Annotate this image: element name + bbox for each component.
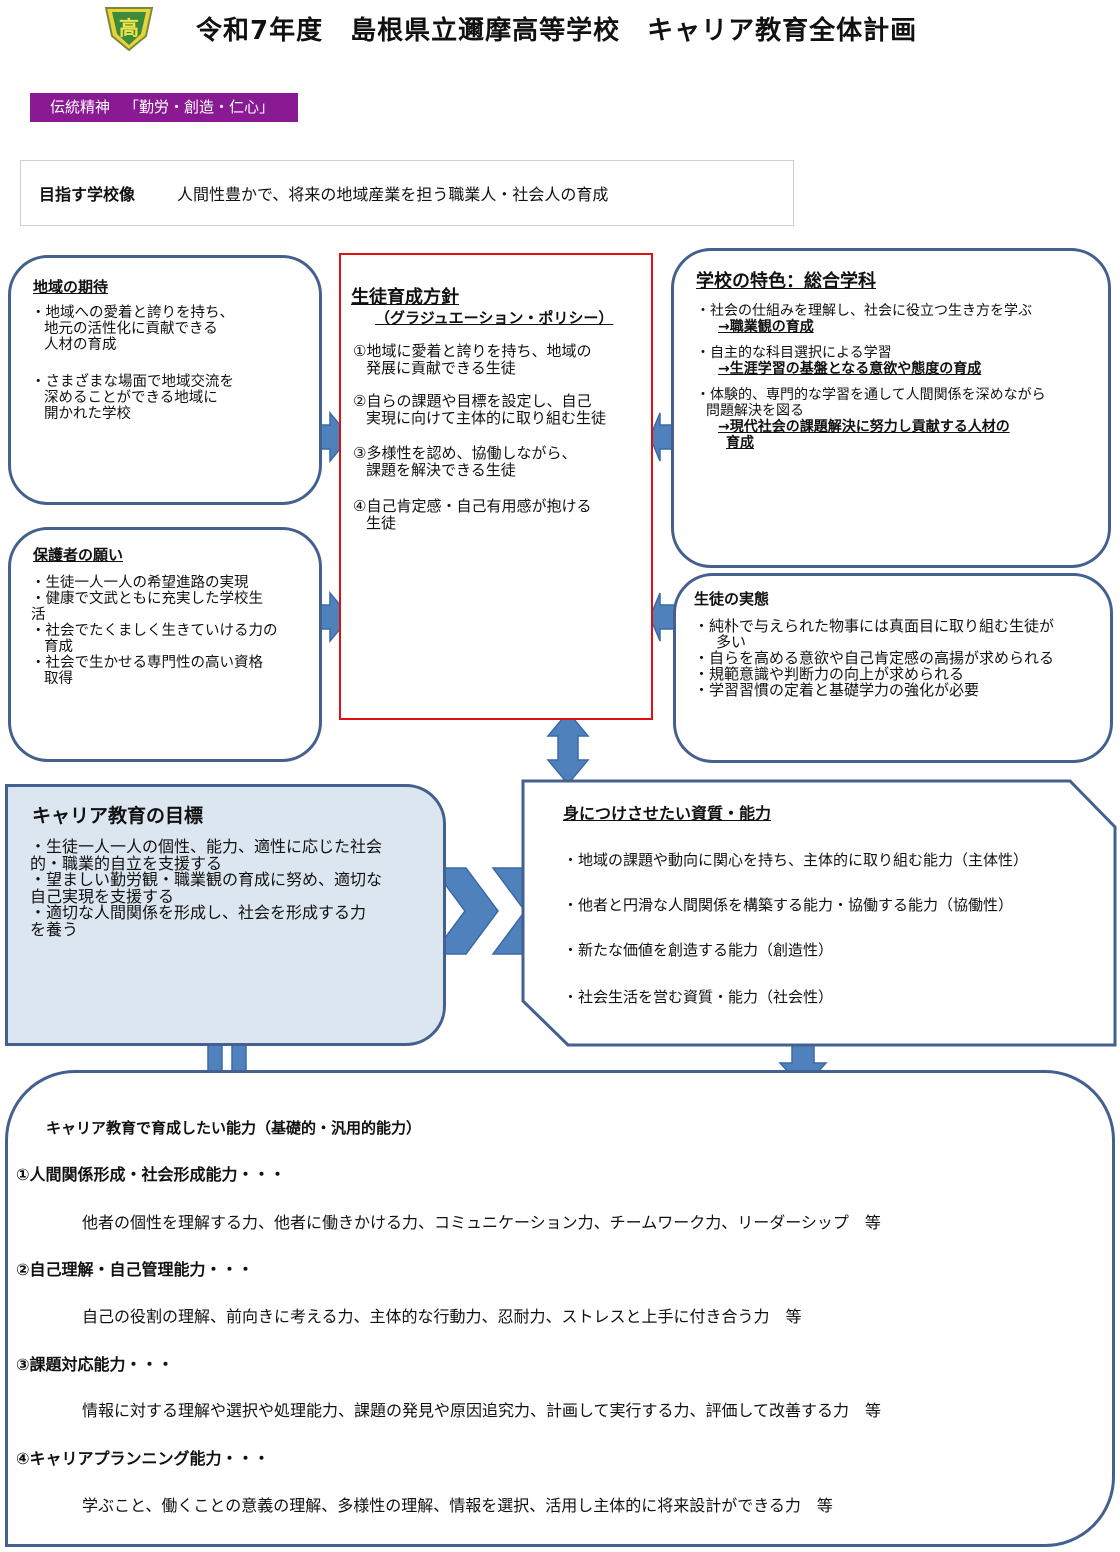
svg-text:高: 高 <box>119 16 139 40</box>
ability-heading: ④キャリアプランニング能力・・・ <box>16 1449 270 1468</box>
school-emblem-icon: 高 <box>104 4 154 52</box>
policy-subtitle: （グラジュエーション・ポリシー） <box>375 309 614 327</box>
vision-label: 目指す学校像 <box>39 185 136 204</box>
tradition-label: 伝統精神 <box>50 98 111 116</box>
parents-wishes-box: 保護者の願い ・生徒一人一人の希望進路の実現 ・健康で文武ともに充実した学校生 … <box>8 527 322 762</box>
parents-list: ・生徒一人一人の希望進路の実現 ・健康で文武ともに充実した学校生 活 ・社会でた… <box>31 575 278 687</box>
policy-item: ①地域に愛着と誇りを持ち、地域の発展に貢献できる生徒 <box>353 342 592 377</box>
policy-item: ④自己肯定感・自己有用感が抱ける生徒 <box>353 497 592 532</box>
school-features-box: 学校の特色：総合学科 ・社会の仕組みを理解し、社会に役立つ生き方を学ぶ →職業観… <box>671 248 1111 568</box>
graduation-policy-box: 生徒育成方針 （グラジュエーション・ポリシー） ①地域に愛着と誇りを持ち、地域の… <box>339 253 653 720</box>
ability-heading: ③課題対応能力・・・ <box>16 1355 174 1374</box>
goal-list: ・生徒一人一人の個性、能力、適性に応じた社会 的・職業的自立を支援する ・望まし… <box>30 837 383 939</box>
ability-text: 自己の役割の理解、前向きに考える力、主体的な行動力、忍耐力、ストレスと上手に付き… <box>82 1307 802 1326</box>
competency-item: ・地域の課題や動向に関心を持ち、主体的に取り組む能力（主体性） <box>563 851 1029 869</box>
vision-text: 人間性豊かで、将来の地域産業を担う職業人・社会人の育成 <box>177 185 609 204</box>
policy-item: ②自らの課題や目標を設定し、自己実現に向けて主体的に取り組む生徒 <box>353 392 607 427</box>
ability-text: 情報に対する理解や選択や処理能力、課題の発見や原因追究力、計画して実行する力、評… <box>82 1401 882 1420</box>
regional-expectations-box: 地域の期待 ・地域への愛着と誇りを持ち、 地元の活性化に貢献できる 人材の育成 … <box>8 255 322 505</box>
abilities-title: キャリア教育で育成したい能力（基礎的・汎用的能力） <box>46 1119 422 1137</box>
competency-item: ・他者と円滑な人間関係を構築する能力・協働する能力（協働性） <box>563 896 1014 914</box>
competency-item: ・新たな価値を創造する能力（創造性） <box>563 941 834 959</box>
competencies-shape <box>521 779 1117 1047</box>
regional-item: ・地域への愛着と誇りを持ち、 地元の活性化に貢献できる 人材の育成 <box>31 305 234 353</box>
chevron-right-icon <box>431 867 499 955</box>
regional-item: ・さまざまな場面で地域交流を 深めることができる地域に 開かれた学校 <box>31 374 234 422</box>
page-title: 令和7年度 島根県立邇摩高等学校 キャリア教育全体計画 <box>196 16 918 46</box>
parents-title: 保護者の願い <box>33 546 124 564</box>
competency-item: ・社会生活を営む資質・能力（社会性） <box>563 988 834 1006</box>
regional-title: 地域の期待 <box>33 278 109 296</box>
double-arrow-vertical-icon <box>546 710 590 786</box>
tradition-value: 「勤労・創造・仁心」 <box>124 98 275 116</box>
career-goal-box: キャリア教育の目標 ・生徒一人一人の個性、能力、適性に応じた社会 的・職業的自立… <box>5 784 446 1046</box>
basic-abilities-box: キャリア教育で育成したい能力（基礎的・汎用的能力） ①人間関係形成・社会形成能力… <box>5 1070 1115 1547</box>
students-list: ・純朴で与えられた物事には真面目に取り組む生徒が 多い ・自らを高める意欲や自己… <box>694 617 1055 699</box>
tradition-badge: 伝統精神「勤労・創造・仁心」 <box>30 93 298 122</box>
competencies-title: 身につけさせたい資質・能力 <box>563 804 772 823</box>
features-list: ・社会の仕組みを理解し、社会に役立つ生き方を学ぶ →職業観の育成 ・自主的な科目… <box>696 303 1046 451</box>
ability-text: 他者の個性を理解する力、他者に働きかける力、コミュニケーション力、チームワーク力… <box>82 1213 881 1232</box>
policy-item: ③多様性を認め、協働しながら、課題を解決できる生徒 <box>353 444 577 479</box>
students-title: 生徒の実態 <box>694 590 770 608</box>
school-vision-box: 目指す学校像 人間性豊かで、将来の地域産業を担う職業人・社会人の育成 <box>20 160 794 226</box>
students-reality-box: 生徒の実態 ・純朴で与えられた物事には真面目に取り組む生徒が 多い ・自らを高め… <box>673 573 1113 763</box>
policy-title: 生徒育成方針 <box>351 287 459 308</box>
features-title: 学校の特色：総合学科 <box>696 271 876 292</box>
goal-title: キャリア教育の目標 <box>32 805 204 827</box>
ability-text: 学ぶこと、働くことの意義の理解、多様性の理解、情報を選択、活用し主体的に将来設計… <box>82 1496 833 1515</box>
ability-heading: ②自己理解・自己管理能力・・・ <box>16 1260 254 1279</box>
ability-heading: ①人間関係形成・社会形成能力・・・ <box>16 1165 286 1184</box>
